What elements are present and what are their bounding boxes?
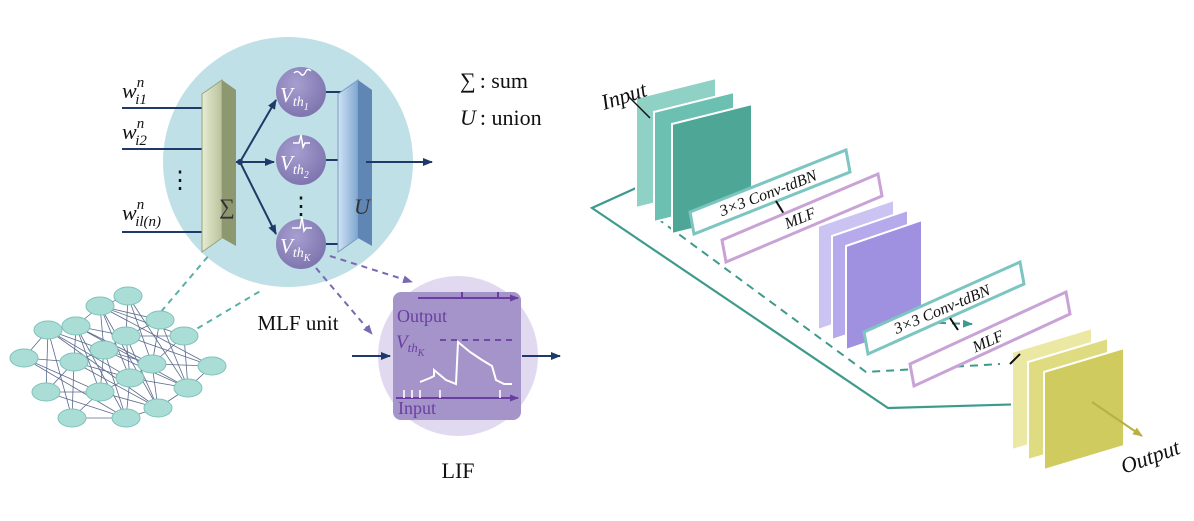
mlf-output-link (1009, 353, 1021, 365)
network-node (115, 368, 145, 388)
network-node (137, 354, 167, 374)
spike-icon (293, 134, 310, 150)
network-node (197, 356, 227, 376)
network-edge (127, 295, 153, 365)
network-node (169, 326, 199, 346)
lif-input-label: Input (398, 398, 436, 418)
network-edge (127, 295, 189, 389)
network-edge (47, 329, 131, 379)
network-node (89, 340, 119, 360)
sum-symbol: ∑ (219, 194, 235, 219)
legend-sum: ∑: sum (460, 68, 528, 93)
spike-icon (293, 68, 312, 76)
network-edge (125, 335, 213, 367)
network-output-label: Output (1117, 434, 1184, 479)
weight-dots: ⋮ (168, 168, 192, 194)
network-node (61, 316, 91, 336)
network-edge (103, 349, 127, 419)
network-edge (75, 325, 101, 393)
network-node (111, 326, 141, 346)
neural-network-graph (9, 286, 227, 428)
network-edge (73, 361, 159, 409)
dashed-arrow-to-block2 (909, 319, 973, 328)
spike-icon (292, 216, 312, 234)
lif-caption: LIF (442, 458, 475, 483)
network-node (113, 286, 143, 306)
union-symbol: U (354, 194, 372, 219)
lif-threshold-label: VthK (396, 332, 426, 359)
lif-dash-left (315, 267, 373, 335)
network-edge (99, 305, 185, 337)
branch-arrow-3 (239, 161, 277, 235)
legend: ∑: sum U: union (460, 68, 542, 130)
conv-mlf-link-2 (949, 317, 959, 331)
network-edge (47, 329, 73, 419)
network-edge (159, 319, 189, 389)
lif-input-spikes (403, 390, 501, 398)
neuron-1: Vth1 (276, 67, 326, 117)
output-feature-stack (1011, 326, 1125, 472)
sum-panel-side (222, 80, 236, 246)
mlf-block-1: MLF (720, 171, 884, 265)
branch-arrow-1 (239, 99, 277, 163)
network-node (143, 398, 173, 418)
network-edge (125, 335, 159, 409)
svg-text:Vth1: Vth1 (280, 83, 309, 113)
network-node (9, 348, 39, 368)
sum-panel (201, 79, 223, 253)
network-dash-left (153, 253, 211, 321)
lif-output-label: Output (397, 306, 447, 326)
neuron-2: Vth2 (276, 134, 326, 185)
mlf-unit-caption: MLF unit (257, 311, 338, 335)
union-panel (337, 79, 359, 253)
svg-text:VthK: VthK (280, 234, 312, 264)
network-node (31, 382, 61, 402)
network-edge (47, 329, 159, 409)
network-edge (75, 325, 189, 389)
network-edge (99, 305, 159, 409)
network-node (145, 310, 175, 330)
output-arrow (1091, 401, 1143, 437)
network-edge (45, 329, 49, 393)
network-node (85, 296, 115, 316)
input-feature-stack (635, 76, 753, 236)
svg-text:Vth2: Vth2 (280, 151, 309, 181)
network-dash-right (187, 289, 263, 335)
mlf-block-2: MLF (908, 289, 1072, 389)
union-panel-side (358, 80, 372, 246)
skip-connection-line (589, 186, 1029, 410)
network-node (57, 408, 87, 428)
network-edge (75, 325, 127, 419)
network-node (111, 408, 141, 428)
network-node (59, 352, 89, 372)
input-label-leader (627, 95, 651, 119)
network-edge (23, 357, 127, 419)
legend-union: U: union (460, 105, 542, 130)
lif-dash-right (329, 255, 413, 284)
network-node (85, 382, 115, 402)
network-node (173, 378, 203, 398)
conv-mlf-link-1 (775, 200, 785, 215)
membrane-potential-trace (419, 339, 512, 386)
network-node (33, 320, 63, 340)
neuron-3: VthK (276, 216, 326, 269)
neuron-dots: ⋮ (289, 194, 313, 220)
